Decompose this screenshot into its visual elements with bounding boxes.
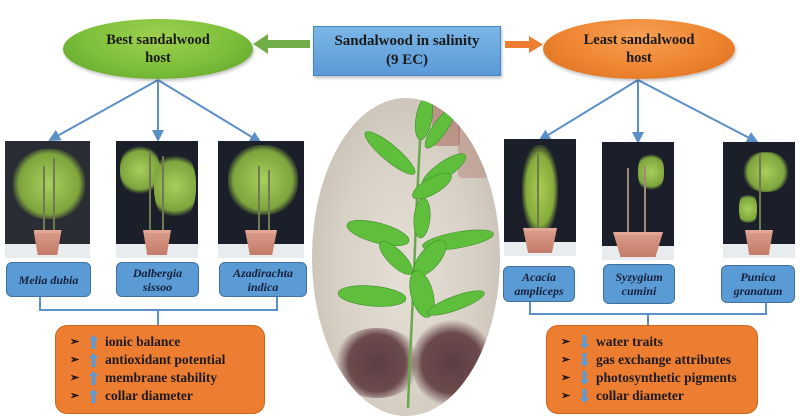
center-title-line2: (9 EC) [385,52,429,68]
photo-dalbergia-sissoo [116,141,198,258]
center-title-box: Sandalwood in salinity (9 EC) [313,26,501,76]
arrow-down-icon [579,353,589,367]
photo-melia-dubia [5,141,90,258]
bullet-arrowhead-icon: ➢ [70,336,80,348]
trait-item: ➢ antioxidant potential [70,351,254,369]
least-host-title-line2: host [626,50,652,66]
arrow-to-best [253,34,310,54]
species-name-line2: ampliceps [514,284,564,298]
trait-item: ➢ ionic balance [70,333,254,351]
species-name-line1: Syzygium [615,270,663,284]
arrow-down-icon [579,335,589,349]
trait-label: membrane stability [105,370,218,385]
trait-item: ➢ photosynthetic pigments [561,369,747,387]
best-bracket [39,296,278,325]
arrow-up-icon [88,335,98,349]
species-label-acacia-ampliceps: Acacia ampliceps [503,266,575,302]
trait-label: collar diameter [105,388,193,403]
species-name-line2: cumini [621,284,657,298]
species-name-line2: granatum [733,284,783,298]
species-label-syzygium-cumini: Syzygium cumini [603,264,675,304]
species-label-punica-granatum: Punica granatum [721,265,795,303]
center-title-line1: Sandalwood in salinity [334,33,480,49]
arrow-up-icon [88,353,98,367]
species-name-line1: Azadirachta [232,265,293,280]
species-name-line1: Dalbergia [132,265,183,280]
trait-item: ➢ membrane stability [70,369,254,387]
seedling-illustration [337,98,494,409]
species-name-line1: Melia dubia [18,272,79,287]
arrow-to-least [505,36,543,53]
trait-item: ➢ water traits [561,333,747,351]
trait-item: ➢ collar diameter [561,387,747,405]
species-name-line2: sissoo [142,279,173,294]
trait-label: water traits [596,334,663,349]
species-label-melia-dubia: Melia dubia [6,262,91,297]
arrow-up-icon [88,389,98,403]
trait-label: gas exchange attributes [596,352,731,367]
least-bracket [529,300,767,325]
arrow-down-icon [579,389,589,403]
best-host-title-line2: host [145,50,171,66]
bullet-arrowhead-icon: ➢ [70,354,80,366]
photo-syzygium-cumini [602,142,674,260]
best-host-title-line1: Best sandalwood [106,32,210,48]
trait-item: ➢ gas exchange attributes [561,351,747,369]
bullet-arrowhead-icon: ➢ [561,372,571,384]
bullet-arrowhead-icon: ➢ [70,372,80,384]
species-name-line2: indica [247,279,279,294]
trait-label: collar diameter [596,388,684,403]
least-host-ellipse: Least sandalwood host [543,19,735,79]
sandalwood-seedling-photo [312,98,500,416]
trait-item: ➢ collar diameter [70,387,254,405]
species-name-line1: Punica [740,270,776,284]
arrow-up-icon [88,371,98,385]
trait-label: antioxidant potential [105,352,226,367]
best-branch-arrows [48,79,262,144]
trait-label: photosynthetic pigments [596,370,737,385]
bullet-arrowhead-icon: ➢ [561,390,571,402]
trait-label: ionic balance [105,334,181,349]
bullet-arrowhead-icon: ➢ [561,354,571,366]
best-host-ellipse: Best sandalwood host [63,19,253,79]
bullet-arrowhead-icon: ➢ [561,336,571,348]
photo-punica-granatum [723,142,795,258]
arrow-down-icon [579,371,589,385]
best-traits-box: ➢ ionic balance ➢ antioxidant potential … [55,325,265,414]
photo-acacia-ampliceps [504,139,576,256]
least-branch-arrows [538,79,759,144]
species-label-azadirachta-indica: Azadirachta indica [219,262,307,297]
photo-azadirachta-indica [218,141,304,258]
species-name-line1: Acacia [521,270,556,284]
species-label-dalbergia-sissoo: Dalbergia sissoo [116,262,199,297]
least-traits-box: ➢ water traits ➢ gas exchange attributes… [546,325,758,414]
bullet-arrowhead-icon: ➢ [70,390,80,402]
least-host-title-line1: Least sandalwood [583,32,695,48]
